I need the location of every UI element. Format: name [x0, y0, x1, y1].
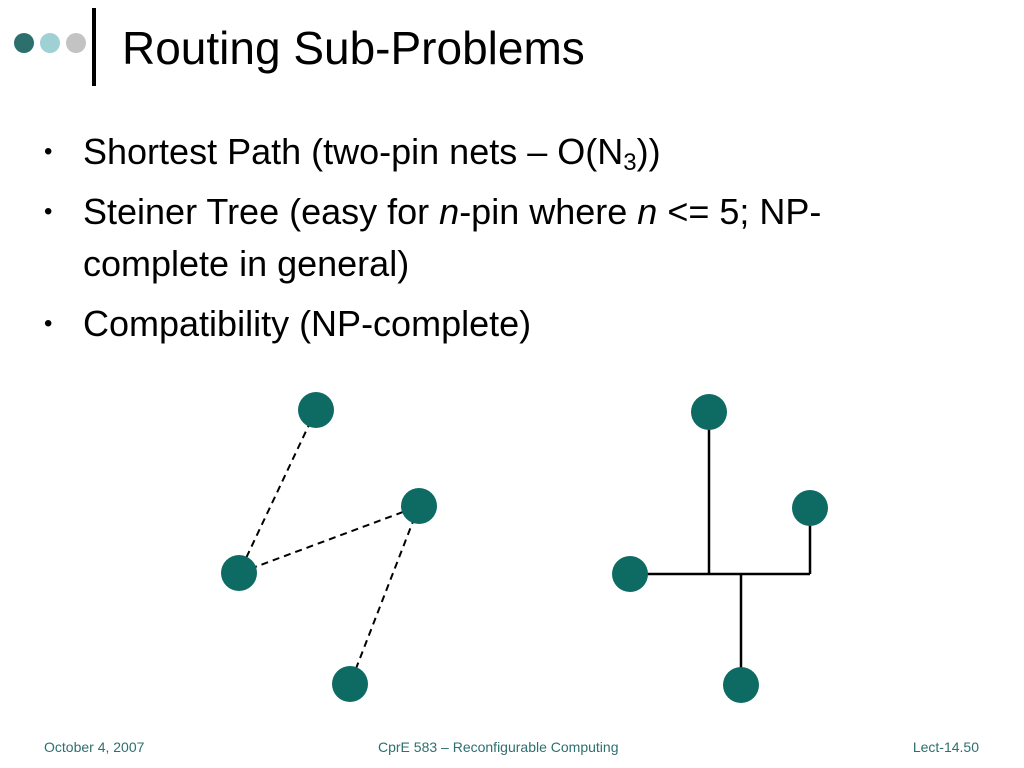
- bullet-item-shortest-path: • Shortest Path (two-pin nets – O(N3)): [0, 126, 1000, 178]
- pin-node: [298, 392, 334, 428]
- dot-1-icon: [14, 33, 34, 53]
- dot-2-icon: [40, 33, 60, 53]
- footer-lecture: Lect-14.50: [912, 739, 979, 755]
- pin-node: [401, 488, 437, 524]
- bullet-italic-n: n: [439, 191, 460, 232]
- bullet-marker: •: [44, 310, 53, 337]
- shortest-path-nodes: [221, 392, 437, 702]
- slide-title: Routing Sub-Problems: [122, 22, 585, 74]
- dashed-connection: [238, 409, 317, 574]
- bullet-item-compatibility: • Compatibility (NP-complete): [0, 298, 1000, 350]
- footer-course: CprE 583 – Reconfigurable Computing: [378, 739, 619, 755]
- bullet-subscript: 3: [623, 149, 637, 176]
- bullet-text-end: )): [636, 131, 661, 172]
- bullet-text: Compatibility (NP-complete): [83, 303, 532, 344]
- bullet-list: • Shortest Path (two-pin nets – O(N3)) •…: [0, 126, 1000, 358]
- bullet-text: Shortest Path (two-pin nets – O(N: [83, 131, 624, 172]
- dashed-connection: [238, 505, 420, 574]
- bullet-marker: •: [44, 138, 53, 165]
- pin-node: [612, 556, 648, 592]
- bullet-text-mid: -pin where: [459, 191, 638, 232]
- pin-node: [723, 667, 759, 703]
- dot-3-icon: [66, 33, 86, 53]
- title-divider: [92, 8, 96, 86]
- shortest-path-diagram: [238, 409, 420, 685]
- bullet-text: Steiner Tree (easy for: [83, 191, 440, 232]
- bullet-text-end: <= 5; NP-complete in general): [83, 191, 822, 284]
- bullet-marker: •: [44, 198, 53, 225]
- pin-node: [792, 490, 828, 526]
- bullet-item-steiner-tree: • Steiner Tree (easy for n-pin where n <…: [0, 186, 1000, 290]
- bullet-italic-n: n: [637, 191, 658, 232]
- dashed-connection: [349, 505, 420, 685]
- steiner-tree-diagram: [630, 412, 812, 685]
- pin-node: [332, 666, 368, 702]
- footer-date: October 4, 2007: [44, 739, 145, 755]
- pin-node: [221, 555, 257, 591]
- pin-node: [691, 394, 727, 430]
- steiner-tree-nodes: [612, 394, 828, 703]
